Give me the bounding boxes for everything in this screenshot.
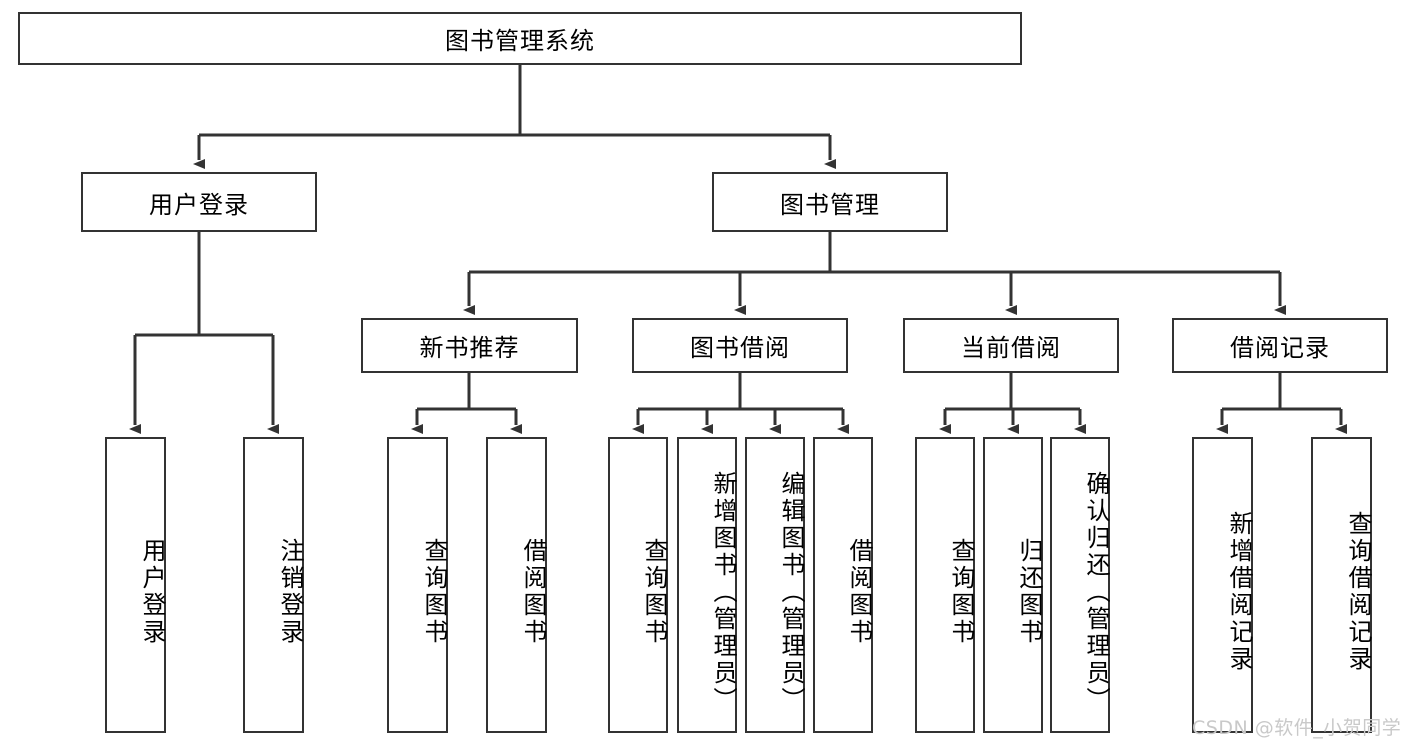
- leaf-user-login[interactable]: 用户登录: [105, 437, 166, 733]
- node-label: 借阅记录: [1230, 334, 1330, 362]
- node-borrow-record[interactable]: 借阅记录: [1172, 318, 1388, 373]
- leaf-borrow-book[interactable]: 借阅图书: [813, 437, 873, 733]
- node-book-manage[interactable]: 图书管理: [712, 172, 948, 232]
- node-label: 新书推荐: [419, 334, 520, 362]
- node-label: 查询图书: [420, 538, 448, 646]
- leaf-query-borrow-record[interactable]: 查询借阅记录: [1311, 437, 1372, 733]
- node-label: 图书借阅: [690, 334, 790, 362]
- node-label: 借阅图书: [519, 538, 547, 646]
- node-label: 注销登录: [276, 538, 304, 646]
- node-label: 用户登录: [149, 190, 249, 219]
- node-label: 用户登录: [138, 538, 166, 646]
- leaf-return-book[interactable]: 归还图书: [983, 437, 1043, 733]
- node-root-title[interactable]: 图书管理系统: [18, 12, 1022, 65]
- node-label: 新增图书（管理员）: [709, 470, 737, 714]
- node-label: 确认归还（管理员）: [1082, 470, 1110, 714]
- leaf-query-book-rec[interactable]: 查询图书: [387, 437, 448, 733]
- node-label: 图书管理: [780, 190, 880, 219]
- node-label: 新增借阅记录: [1225, 511, 1253, 673]
- node-new-book-rec[interactable]: 新书推荐: [361, 318, 578, 373]
- node-label: 查询图书: [947, 538, 975, 646]
- leaf-query-book-cur[interactable]: 查询图书: [915, 437, 975, 733]
- leaf-edit-book-admin[interactable]: 编辑图书（管理员）: [745, 437, 805, 733]
- csdn-watermark: CSDN @软件_小贺同学: [1192, 717, 1402, 739]
- leaf-logout[interactable]: 注销登录: [243, 437, 304, 733]
- node-book-borrow[interactable]: 图书借阅: [632, 318, 848, 373]
- node-current-borrow[interactable]: 当前借阅: [903, 318, 1119, 373]
- leaf-confirm-return-admin[interactable]: 确认归还（管理员）: [1050, 437, 1110, 733]
- leaf-add-book-admin[interactable]: 新增图书（管理员）: [677, 437, 737, 733]
- node-label: 编辑图书（管理员）: [777, 470, 805, 714]
- leaf-borrow-book-rec[interactable]: 借阅图书: [486, 437, 547, 733]
- node-label: 借阅图书: [845, 538, 873, 646]
- leaf-add-borrow-record[interactable]: 新增借阅记录: [1192, 437, 1253, 733]
- node-label: 当前借阅: [961, 334, 1061, 362]
- node-label: 查询图书: [640, 538, 668, 646]
- node-label: 图书管理系统: [445, 27, 595, 55]
- node-user-login[interactable]: 用户登录: [81, 172, 317, 232]
- leaf-query-book-borrow[interactable]: 查询图书: [608, 437, 668, 733]
- node-label: 查询借阅记录: [1344, 511, 1372, 673]
- node-label: 归还图书: [1015, 538, 1043, 646]
